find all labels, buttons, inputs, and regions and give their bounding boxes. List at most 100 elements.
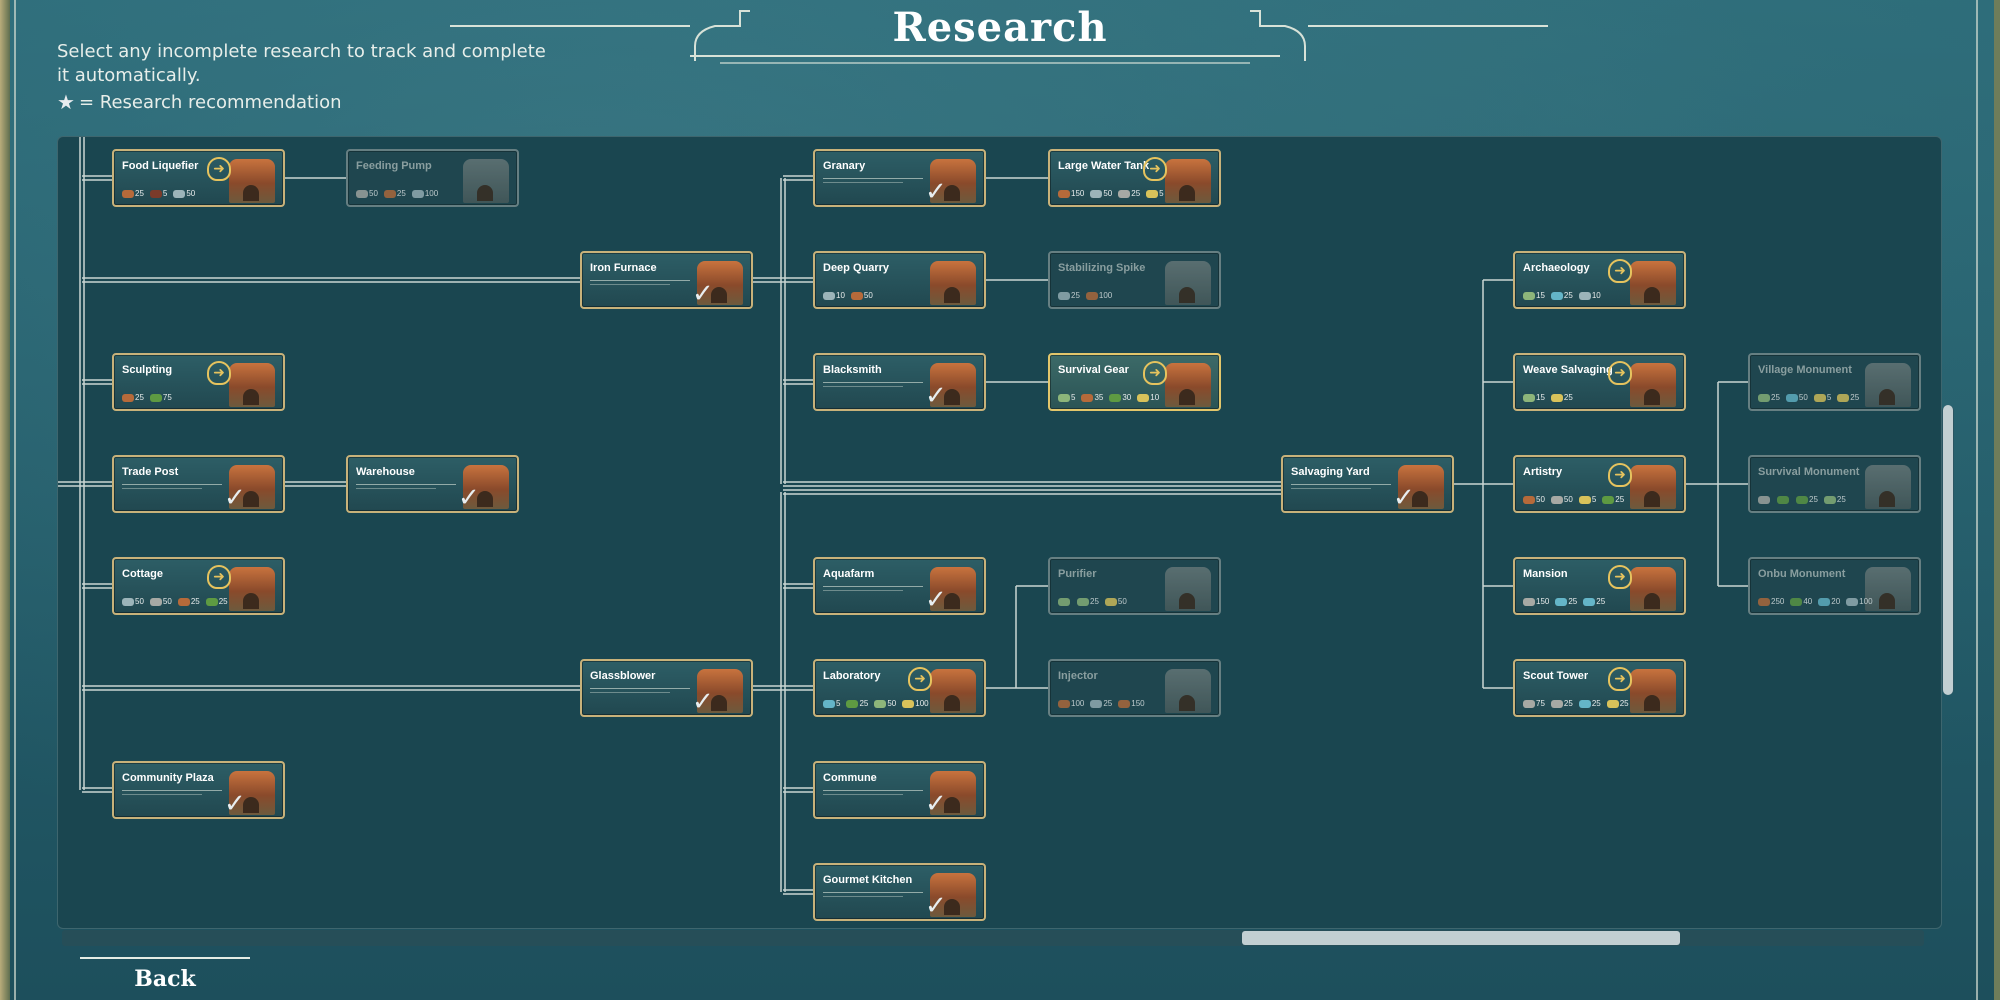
research-node-granary[interactable]: Granary✓ [813,149,986,207]
plant-resource-icon [1790,598,1803,606]
resource-cost: 25 [1118,189,1140,198]
resource-cost: 5 [1058,393,1075,402]
recommendation-legend: ★ = Research recommendation [57,90,342,114]
wood-resource-icon [1085,292,1098,300]
divider [823,182,903,183]
research-node-aquafarm[interactable]: Aquafarm✓ [813,557,986,615]
resource-costs: 10 50 [823,291,873,300]
resource-amount: 25 [1809,495,1818,504]
building-icon [930,873,976,917]
resource-amount: 25 [135,189,144,198]
wood-resource-icon [1081,394,1094,402]
plant-resource-icon [1796,496,1808,504]
recommendation-icon: ➜ [1143,157,1167,181]
resource-amount: 25 [218,597,228,606]
research-node-label: Salvaging Yard [1291,466,1370,478]
research-node-iron-furnace[interactable]: Iron Furnace✓ [580,251,753,309]
resource-amount: 250 [1771,597,1785,606]
divider [356,484,456,485]
resource-amount: 25 [1563,291,1573,300]
resource-amount: 25 [1568,597,1578,606]
resource-cost: 20 [1818,597,1840,606]
metal-resource-icon [122,598,134,606]
research-node-trade-post[interactable]: Trade Post✓ [112,455,285,513]
wood-resource-icon [177,598,190,606]
resource-cost: 5 [1146,189,1164,198]
research-node-community-plaza[interactable]: Community Plaza✓ [112,761,285,819]
resource-cost: 50 [122,597,144,606]
gold-resource-icon [1813,394,1826,402]
research-node-label: Sculpting [122,364,173,376]
checkmark-icon: ✓ [925,176,947,206]
resource-amount: 5 [1591,495,1597,504]
back-button[interactable]: Back [134,966,196,992]
research-node-survival-monument[interactable]: Survival Monument 25 25 [1748,455,1921,513]
resource-cost: 25 [1058,291,1080,300]
research-node-label: Laboratory [823,670,881,682]
horizontal-scrollbar-thumb[interactable] [1242,931,1680,945]
research-node-commune[interactable]: Commune✓ [813,761,986,819]
resource-cost: 15 [1523,393,1545,402]
resource-amount: 5 [1071,393,1076,402]
building-icon [1165,261,1211,305]
recommendation-icon: ➜ [1608,565,1632,589]
research-node-label: Survival Monument [1758,466,1860,478]
research-node-warehouse[interactable]: Warehouse✓ [346,455,519,513]
recommendation-icon: ➜ [207,361,231,385]
research-node-label: Blacksmith [823,364,882,376]
divider [823,794,903,795]
recommendation-icon: ➜ [908,667,932,691]
vertical-scrollbar-thumb[interactable] [1943,405,1953,695]
resource-cost: 25 [1583,597,1605,606]
research-node-label: Artistry [1523,466,1563,478]
recommendation-icon: ➜ [1608,259,1632,283]
recommendation-icon: ➜ [207,565,231,589]
resource-amount: 25 [1619,699,1629,708]
research-node-salvaging-yard[interactable]: Salvaging Yard✓ [1281,455,1454,513]
resource-amount: 25 [1563,393,1573,402]
resource-amount: 10 [1591,291,1601,300]
stone-resource-icon [1118,190,1131,198]
resource-cost: 50 [1785,393,1808,402]
resource-amount: 75 [162,393,172,402]
resource-amount: 35 [1094,393,1104,402]
resource-amount: 15 [1536,393,1545,402]
building-icon [1865,567,1911,611]
resource-cost: 40 [1790,597,1812,606]
research-node-blacksmith[interactable]: Blacksmith✓ [813,353,986,411]
fiber-resource-icon [1523,292,1535,300]
resource-amount: 10 [1150,393,1160,402]
resource-cost: 50 [850,291,873,300]
star-icon: ★ [57,90,75,114]
resource-cost: 10 [823,291,845,300]
wood-resource-icon [850,292,863,300]
research-node-glassblower[interactable]: Glassblower✓ [580,659,753,717]
fiber-resource-icon [1077,598,1089,606]
resource-cost: 25 [1823,495,1846,504]
divider [590,284,670,285]
resource-amount: 25 [190,597,200,606]
research-node-gourmet-kitchen[interactable]: Gourmet Kitchen✓ [813,863,986,921]
